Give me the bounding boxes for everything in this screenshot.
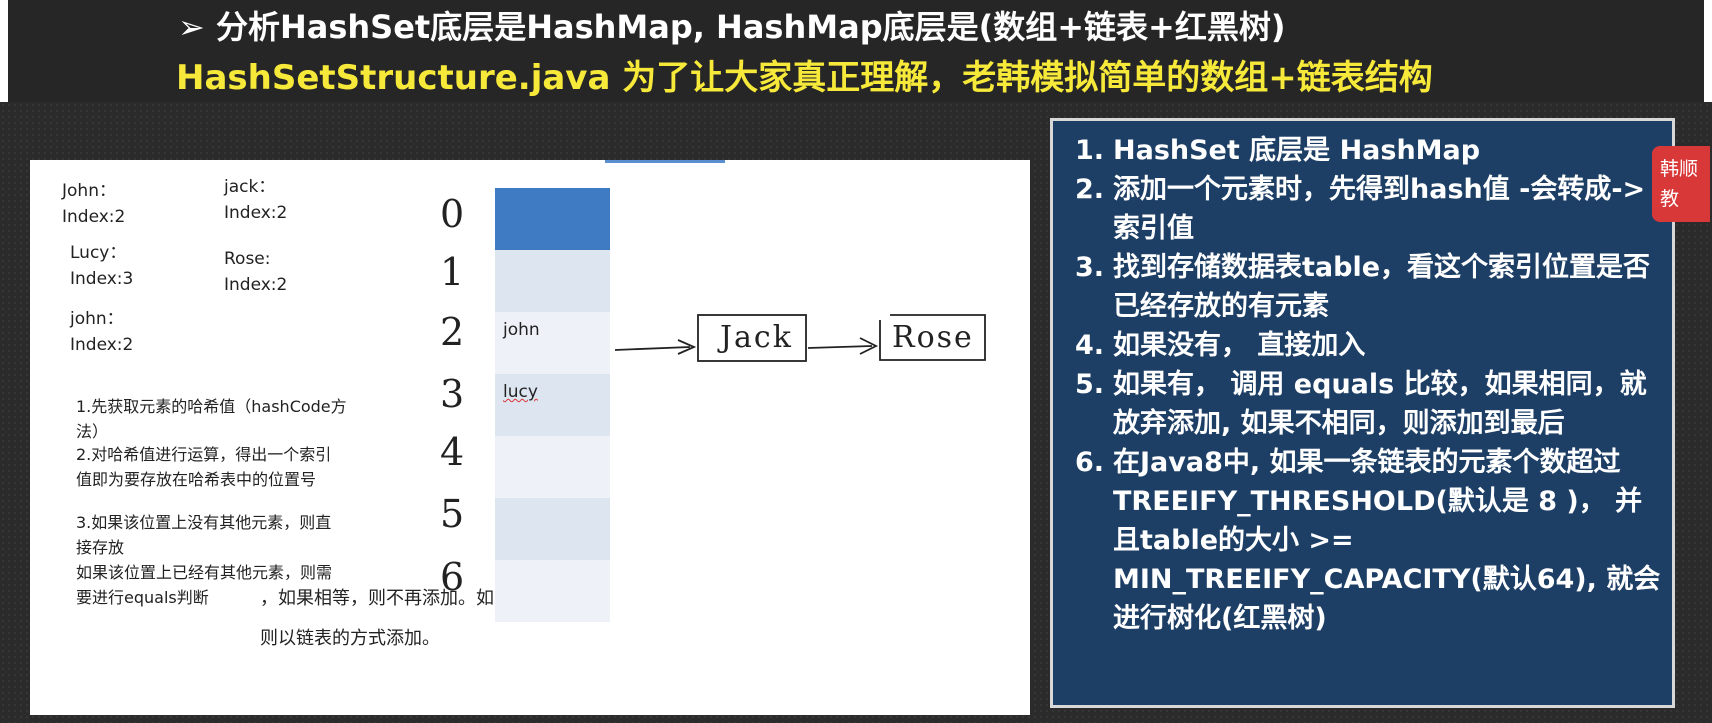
index-label-4: 4 [440,430,465,474]
index-label-2: 2 [440,310,465,354]
summary-item-3: 3.找到存储数据表table，看这个索引位置是否已经存放的有元素 [1075,252,1651,322]
table-cell-6 [495,560,610,623]
step-2: 2.对哈希值进行运算，得出一个索引 值即为要存放在哈希表中的位置号 [76,445,332,489]
step-1: 1.先获取元素的哈希值（hashCode方 法） [76,397,347,441]
note-john: John： Index:2 [62,181,126,227]
table-cell-4 [495,436,610,499]
index-label-0: 0 [440,192,465,236]
presenter-badge[interactable]: 韩顺教 [1652,146,1710,222]
summary-item-5: 5.如果有， 调用 equals 比较，如果相同，就放弃添加, 如果不相同，则添… [1075,369,1647,439]
slide-header: ➢ 分析HashSet底层是HashMap, HashMap底层是(数组+链表+… [8,0,1704,102]
step-3: 3.如果该位置上没有其他元素，则直 接存放 如果该位置上已经有其他元素，则需 要… [76,513,333,607]
index-label-5: 5 [440,492,465,536]
header-subtitle: HashSetStructure.java 为了让大家真正理解，老韩模拟简单的数… [176,58,1433,98]
whiteboard: John： Index:2 jack： Index:2 Lucy： Index:… [30,160,1030,715]
table-cell-5 [495,498,610,561]
summary-panel: 1.HashSet 底层是 HashMap 2.添加一个元素时，先得到hash值… [1050,118,1675,708]
note-rose: Rose: Index:2 [224,249,288,295]
chain-node-jack: Jack [720,320,793,355]
badge-label: 韩顺教 [1660,158,1699,210]
summary-list: 1.HashSet 底层是 HashMap 2.添加一个元素时，先得到hash值… [1075,131,1665,638]
summary-item-4: 4.如果没有， 直接加入 [1075,330,1366,361]
chain-arrows [614,314,986,362]
index-label-3: 3 [440,372,465,416]
note-john-lower: john： Index:2 [70,309,134,355]
index-label-6: 6 [440,555,465,599]
note-jack: jack： Index:2 [224,177,288,223]
board-top-accent [605,160,725,163]
summary-item-2: 2.添加一个元素时，先得到hash值 -会转成-> 索引值 [1075,174,1646,244]
table-cell-1 [495,250,610,313]
index-label-1: 1 [440,250,465,294]
chain-node-rose: Rose [892,320,974,355]
table-cell-3: lucy [495,374,610,437]
summary-item-1: 1.HashSet 底层是 HashMap [1075,135,1481,166]
summary-item-6: 6.在Java8中, 如果一条链表的元素个数超过 TREEIFY_THRESHO… [1075,447,1661,634]
step-3-end: 则以链表的方式添加。 [260,628,440,649]
note-lucy: Lucy： Index:3 [70,243,134,289]
header-title: ➢ 分析HashSet底层是HashMap, HashMap底层是(数组+链表+… [178,8,1286,46]
